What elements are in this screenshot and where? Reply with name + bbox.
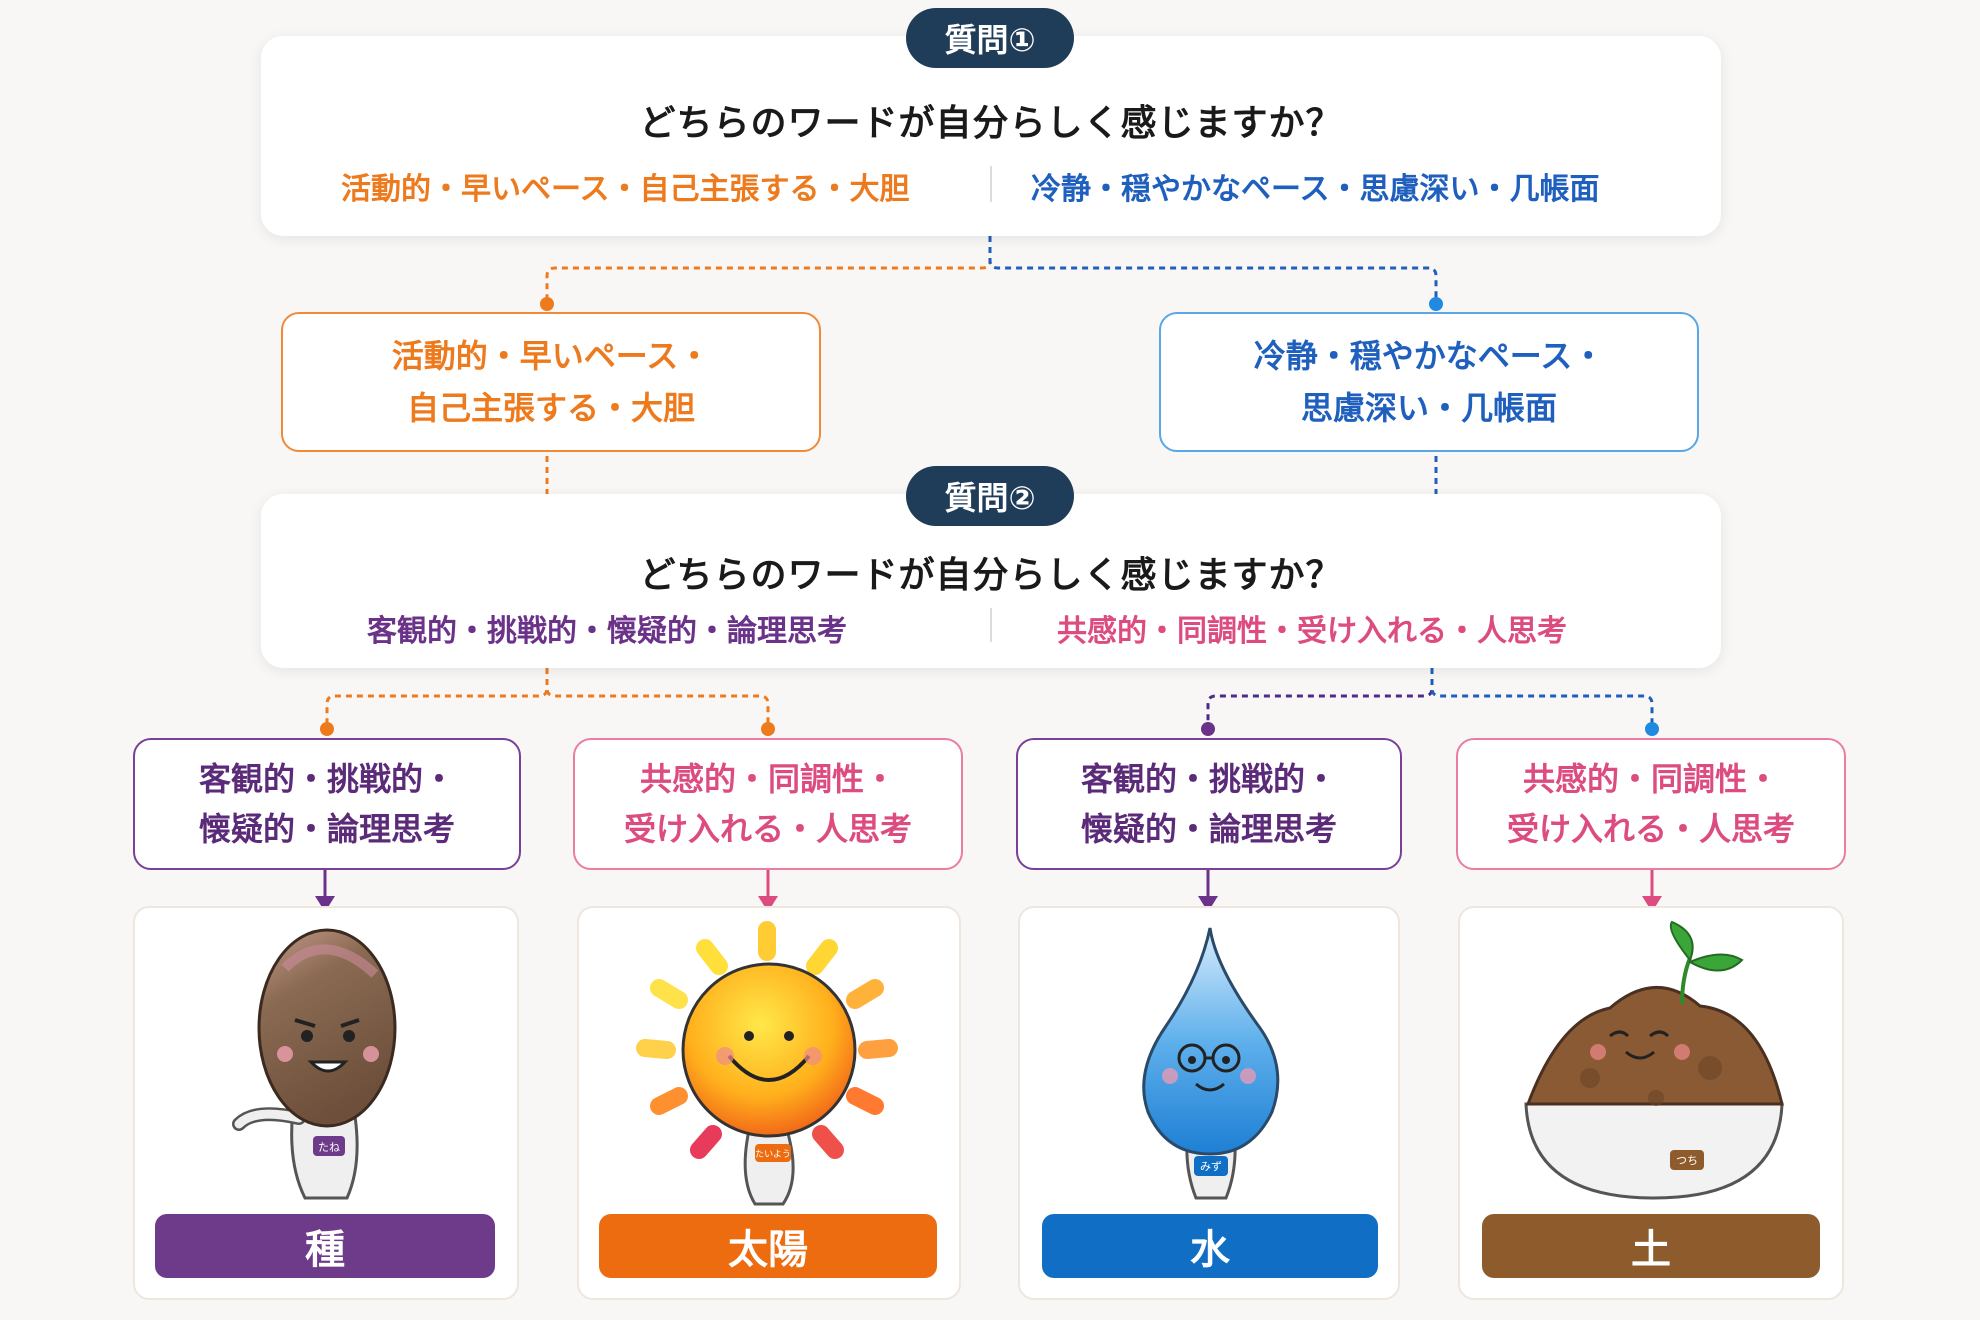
connector-q1-right — [988, 236, 1438, 302]
connector-q2-left-b — [545, 668, 770, 726]
soil-name-tag: つち — [1676, 1154, 1698, 1167]
connector-dot — [761, 722, 775, 736]
connector-dot — [540, 297, 554, 311]
arrow-to-sun — [758, 870, 778, 912]
result-label-soil: 土 — [1482, 1214, 1820, 1278]
question-2-divider — [990, 608, 992, 642]
seed-character-icon: たね — [232, 928, 397, 1200]
seed-name-tag: たね — [318, 1141, 340, 1154]
connector-q2-right-b — [1430, 668, 1654, 726]
choice-line1: 共感的・同調性・ — [639, 760, 896, 798]
arrow-to-seed — [315, 870, 335, 912]
sun-name-tag: たいよう — [755, 1149, 791, 1160]
choice-active[interactable]: 活動的・早いペース・ 自己主張する・大胆 — [281, 312, 821, 452]
choice-logical-1[interactable]: 客観的・挑戦的・ 懐疑的・論理思考 — [133, 738, 521, 870]
result-card-soil: つち 土 — [1458, 906, 1844, 1300]
connector-dot — [1429, 297, 1443, 311]
connector-dot — [1201, 722, 1215, 736]
choice-logical-2[interactable]: 客観的・挑戦的・ 懐疑的・論理思考 — [1016, 738, 1402, 870]
question-1-prompt: どちらのワードが自分らしく感じますか？ — [639, 103, 1343, 144]
connector-q2-right-a — [1206, 668, 1434, 726]
question-2-prompt: どちらのワードが自分らしく感じますか？ — [639, 555, 1343, 596]
choice-calm-line2: 思慮深い・几帳面 — [1300, 389, 1557, 427]
result-label-sun: 太陽 — [599, 1214, 937, 1278]
arrow-to-water — [1198, 870, 1218, 912]
question-2-option-right: 共感的・同調性・受け入れる・人思考 — [1057, 614, 1567, 649]
result-card-seed: たね 種 — [133, 906, 519, 1300]
choice-line2: 懐疑的・論理思考 — [198, 810, 455, 848]
question-2-option-left: 客観的・挑戦的・懐疑的・論理思考 — [367, 614, 847, 649]
question-1-divider — [990, 166, 992, 202]
connector-q1-left — [545, 236, 992, 302]
choice-line1: 客観的・挑戦的・ — [198, 760, 455, 798]
question-2-badge: 質問② — [906, 466, 1074, 526]
connector-q2-left-a — [325, 668, 549, 726]
choice-line2: 懐疑的・論理思考 — [1080, 810, 1337, 848]
water-drop-character-icon: みず — [1142, 927, 1280, 1200]
choice-active-line2: 自己主張する・大胆 — [406, 389, 695, 427]
question-1-option-right: 冷静・穏やかなペース・思慮深い・几帳面 — [1031, 172, 1600, 207]
water-name-tag: みず — [1200, 1160, 1222, 1173]
result-card-water: みず 水 — [1018, 906, 1400, 1300]
arrow-to-soil — [1642, 870, 1662, 912]
question-1-badge: 質問① — [906, 8, 1074, 68]
connector-dot — [1645, 722, 1659, 736]
question-1-option-left: 活動的・早いペース・自己主張する・大胆 — [341, 172, 910, 207]
choice-calm[interactable]: 冷静・穏やかなペース・ 思慮深い・几帳面 — [1159, 312, 1699, 452]
soil-pot-character-icon: つち — [1524, 920, 1784, 1200]
choice-line1: 客観的・挑戦的・ — [1080, 760, 1337, 798]
choice-empathic-2[interactable]: 共感的・同調性・ 受け入れる・人思考 — [1456, 738, 1846, 870]
choice-line2: 受け入れる・人思考 — [1506, 810, 1795, 848]
result-label-seed: 種 — [155, 1214, 495, 1278]
choice-line1: 共感的・同調性・ — [1522, 760, 1779, 798]
question-1-box: どちらのワードが自分らしく感じますか？ 活動的・早いペース・自己主張する・大胆 … — [261, 36, 1721, 236]
choice-active-line1: 活動的・早いペース・ — [391, 337, 711, 375]
choice-empathic-1[interactable]: 共感的・同調性・ 受け入れる・人思考 — [573, 738, 963, 870]
connector-dot — [320, 722, 334, 736]
choice-calm-line1: 冷静・穏やかなペース・ — [1253, 337, 1605, 375]
choice-line2: 受け入れる・人思考 — [623, 810, 912, 848]
result-label-water: 水 — [1042, 1214, 1378, 1278]
sun-character-icon: たいよう — [636, 921, 898, 1206]
result-card-sun: たいよう 太陽 — [577, 906, 961, 1300]
